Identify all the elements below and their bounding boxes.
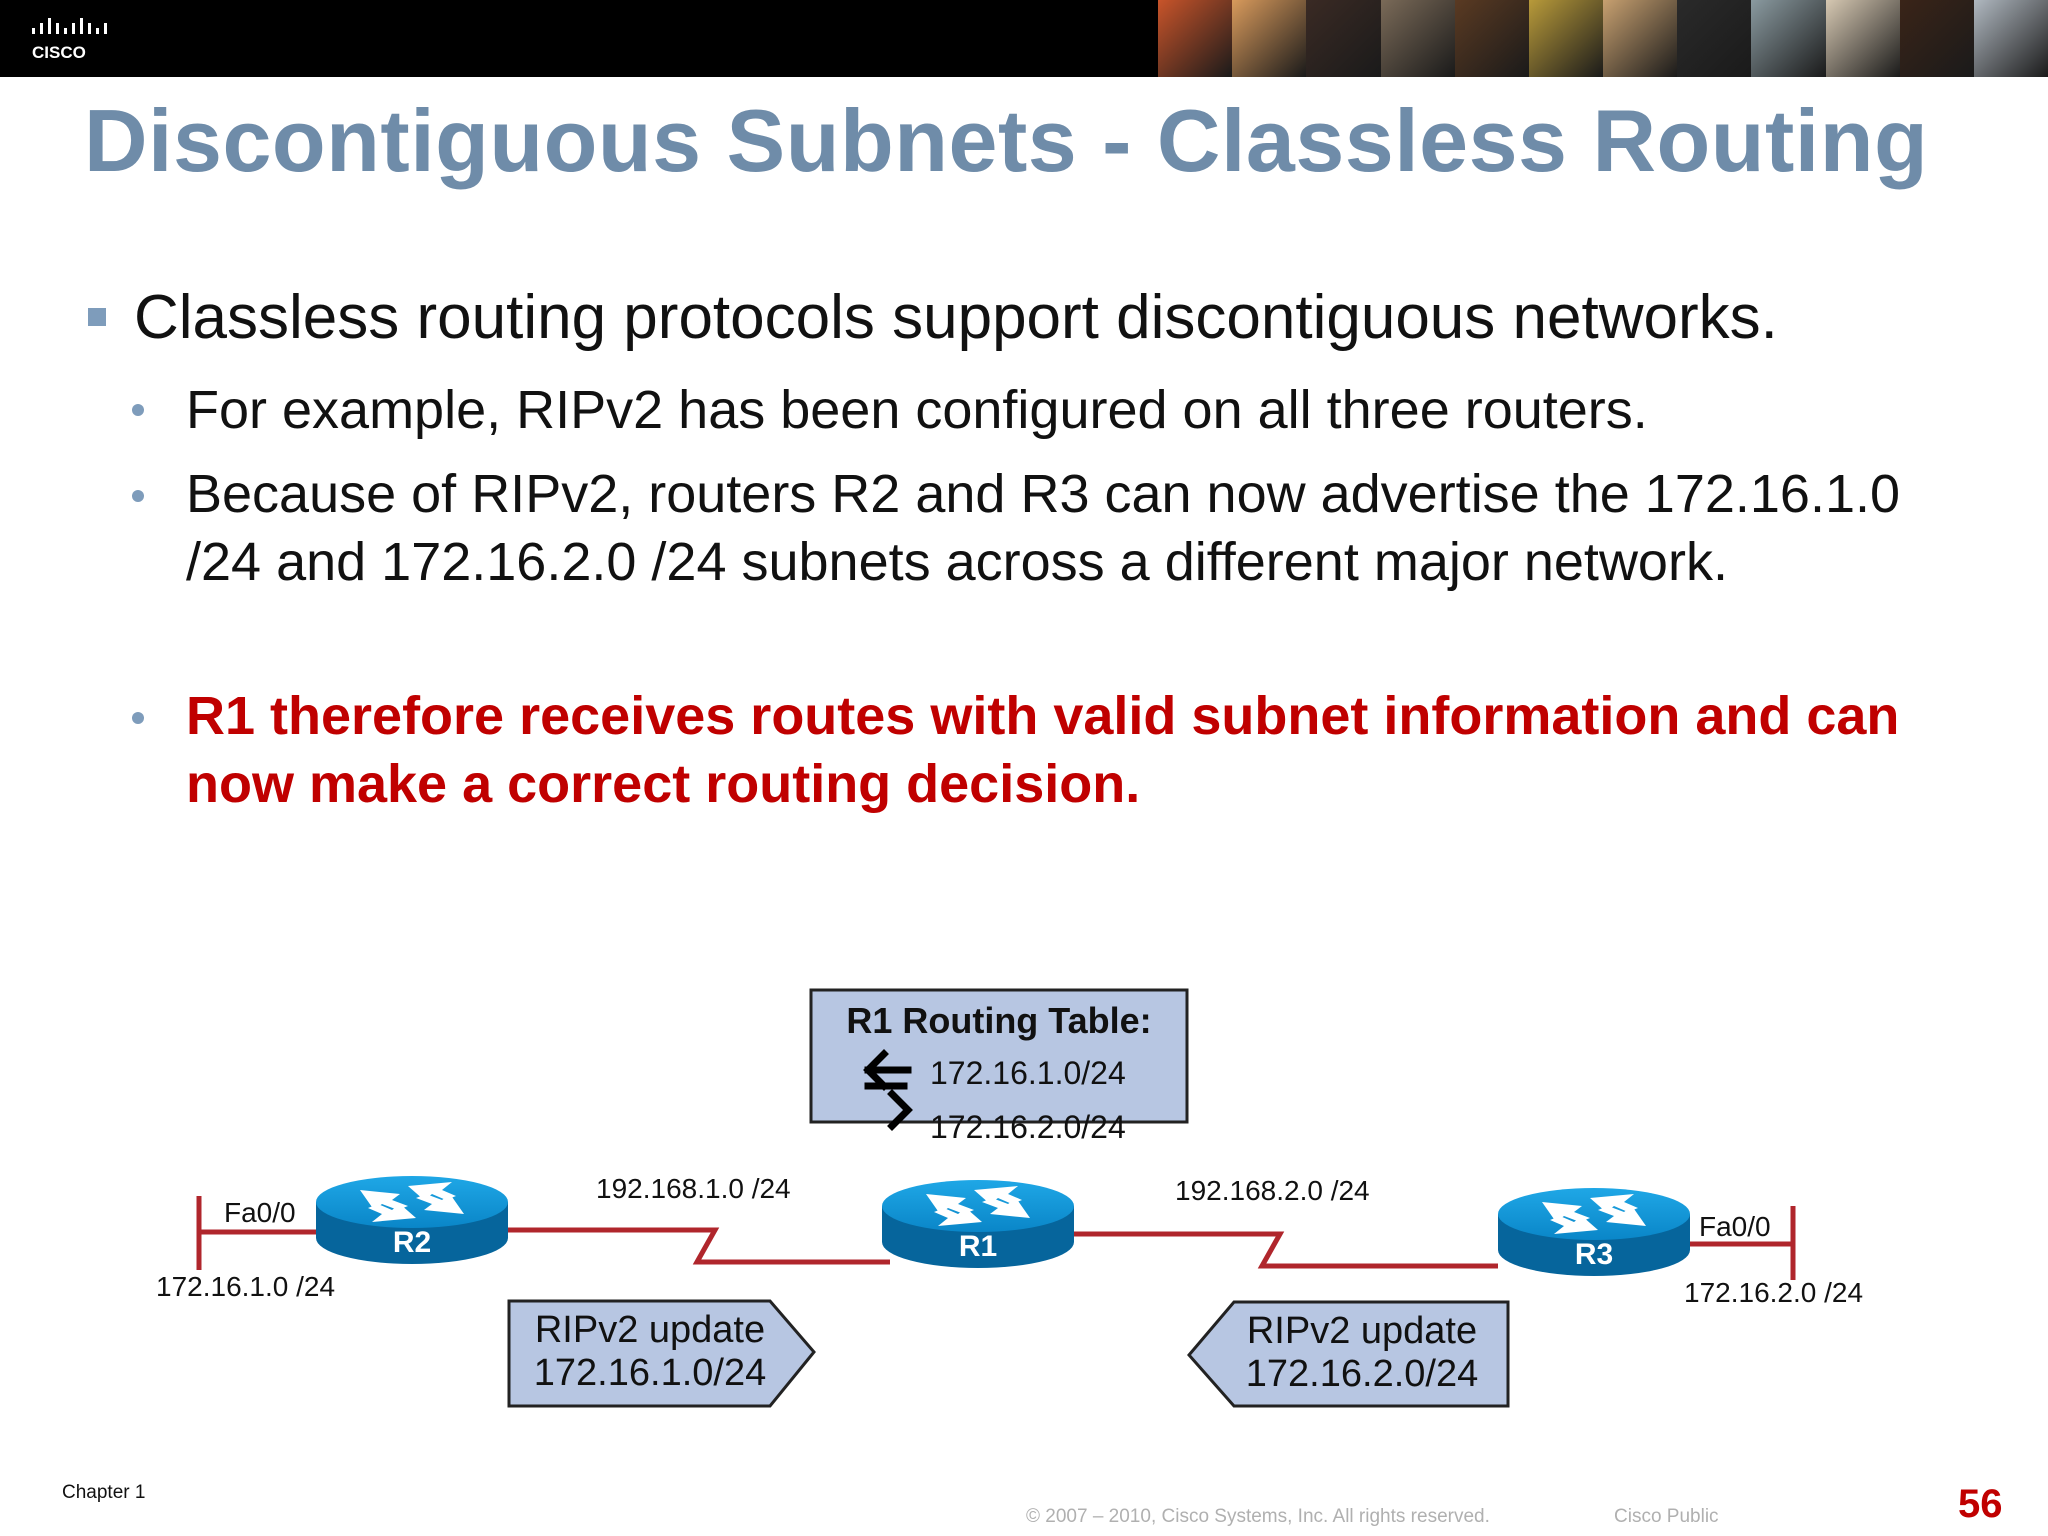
routing-table-entry-1: 172.16.1.0/24 — [930, 1055, 1126, 1091]
main-bullet-text: Classless routing protocols support disc… — [134, 283, 1778, 352]
ripv2-update-left: RIPv2 update 172.16.1.0/24 — [507, 1299, 816, 1408]
header-bar: CISCO — [0, 0, 2048, 77]
cisco-logo: CISCO — [32, 18, 107, 62]
header-photo — [1158, 0, 1233, 77]
svg-text:RIPv2 update: RIPv2 update — [535, 1309, 765, 1351]
svg-text:CISCO: CISCO — [32, 43, 86, 62]
header-photo — [1973, 0, 2048, 77]
routing-table-box: R1 Routing Table: 172.16.1.0/24 172.16.2… — [809, 988, 1189, 1145]
header-photo — [1677, 0, 1752, 77]
header-photo — [1528, 0, 1604, 77]
header-photo — [1380, 0, 1455, 77]
header-photo — [1306, 0, 1381, 77]
footer-classification: Cisco Public — [1614, 1506, 1719, 1527]
right-lan-segment — [1690, 1206, 1796, 1280]
arrow-left-icon — [863, 1049, 912, 1091]
routing-table-title: R1 Routing Table: — [846, 1000, 1151, 1041]
footer-chapter: Chapter 1 — [62, 1482, 146, 1503]
left-lan-segment — [196, 1196, 320, 1270]
sub-bullet-1: For example, RIPv2 has been configured o… — [186, 380, 1648, 440]
page-number: 56 — [1958, 1482, 2003, 1526]
sub-bullet-3: R1 therefore receives routes with valid … — [186, 686, 1900, 814]
router-r1-label: R1 — [959, 1230, 997, 1263]
sub-bullet-2: Because of RIPv2, routers R2 and R3 can … — [186, 464, 1901, 592]
router-r2-icon: R2 — [316, 1176, 508, 1264]
svg-text:172.16.2.0/24: 172.16.2.0/24 — [1246, 1353, 1478, 1395]
router-r3-icon: R3 — [1498, 1188, 1690, 1276]
right-network-label: 172.16.2.0 /24 — [1684, 1277, 1863, 1308]
svg-text:RIPv2 update: RIPv2 update — [1247, 1310, 1477, 1352]
header-photo — [1751, 0, 1826, 77]
header-photo — [1603, 0, 1678, 77]
router-r1-icon: R1 — [882, 1180, 1074, 1268]
network-diagram: R2 R1 R3 R1 Routing Table: 172.16.1.0 — [156, 988, 1863, 1408]
router-r2-label: R2 — [393, 1226, 431, 1259]
header-photo — [1454, 0, 1529, 77]
routing-table-entry-2: 172.16.2.0/24 — [930, 1109, 1126, 1145]
sub-bullet-dot-icon — [132, 712, 144, 724]
router-r3-label: R3 — [1575, 1238, 1613, 1271]
bullet-square-icon — [88, 308, 106, 326]
wan-link-r1-r3 — [1070, 1231, 1498, 1269]
arrow-right-icon — [864, 1082, 913, 1131]
wan-link-r2-r1 — [505, 1227, 890, 1265]
link-label-left: 192.168.1.0 /24 — [596, 1173, 791, 1204]
slide-title: Discontiguous Subnets - Classless Routin… — [84, 91, 1929, 190]
left-interface-label: Fa0/0 — [224, 1197, 296, 1228]
ripv2-update-right: RIPv2 update 172.16.2.0/24 — [1187, 1300, 1510, 1408]
header-photo — [1899, 0, 1974, 77]
link-label-right: 192.168.2.0 /24 — [1175, 1175, 1370, 1206]
header-photo — [1825, 0, 1900, 77]
sub-bullet-dot-icon — [132, 490, 144, 502]
svg-text:172.16.1.0/24: 172.16.1.0/24 — [534, 1352, 766, 1394]
header-photo — [1232, 0, 1307, 77]
right-interface-label: Fa0/0 — [1699, 1211, 1771, 1242]
sub-bullet-dot-icon — [132, 404, 144, 416]
footer-copyright: © 2007 – 2010, Cisco Systems, Inc. All r… — [1026, 1506, 1490, 1527]
photo-strip — [1158, 0, 2048, 77]
left-network-label: 172.16.1.0 /24 — [156, 1271, 335, 1302]
